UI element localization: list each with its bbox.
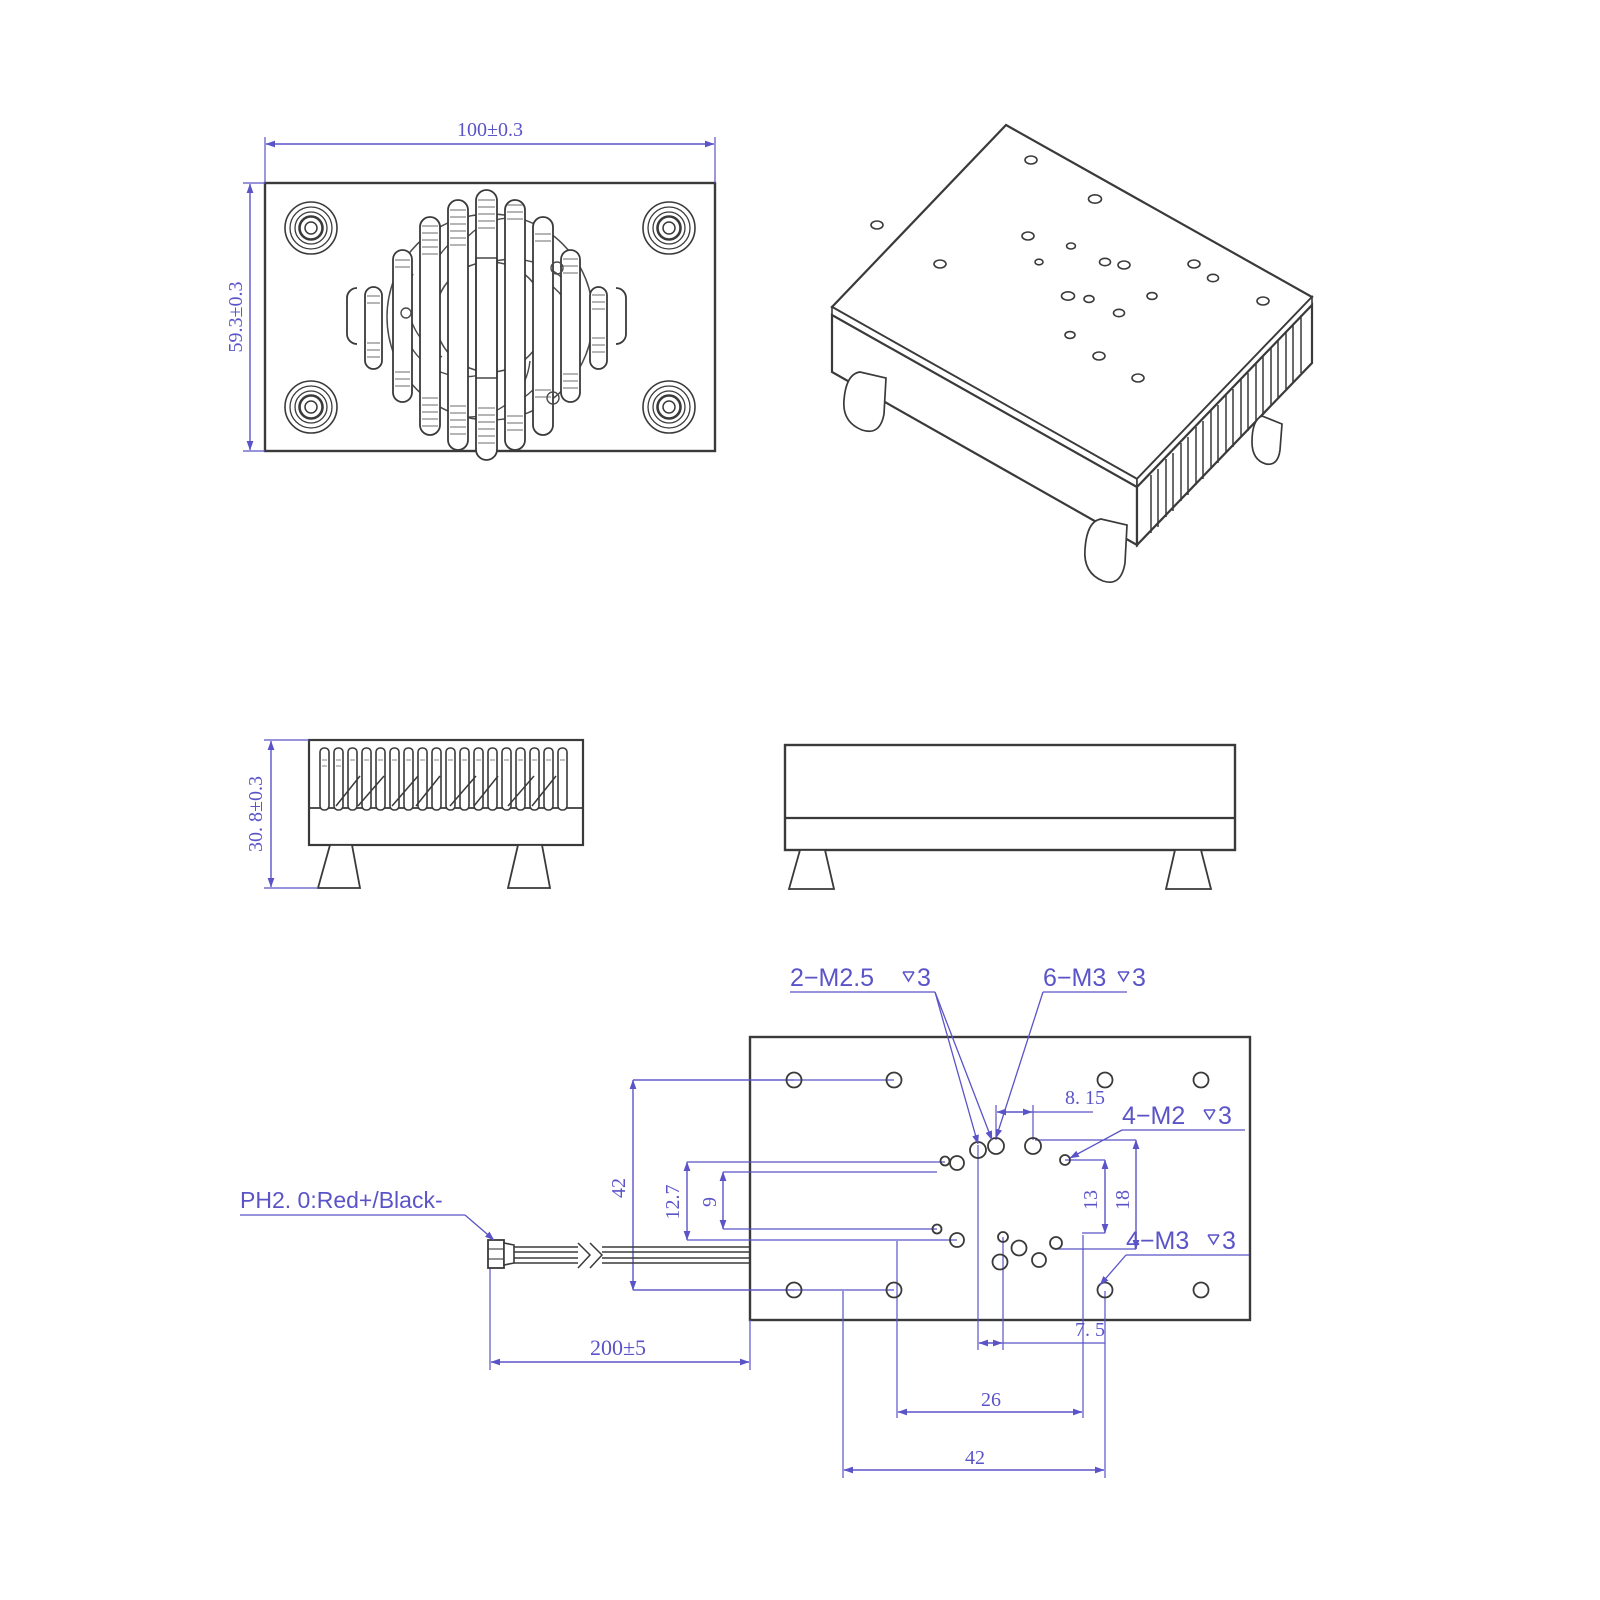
callout-label-2m25: 2−M2.5 — [790, 964, 874, 992]
dimension-label-42-bottom: 42 — [965, 1447, 985, 1469]
top-fin-hatching — [367, 199, 605, 444]
hole-m3-tr — [1096, 1071, 1114, 1089]
top-fan-screw-ur — [550, 261, 564, 275]
view-top: 100±0.3 59.3±0.3 — [225, 119, 717, 461]
side-left-foot-right — [506, 844, 552, 889]
hole-c5 — [949, 1232, 965, 1248]
side-right-foot-left — [787, 849, 836, 890]
hole-corner-bl — [785, 1281, 803, 1299]
top-boss-tr — [642, 201, 696, 255]
callout-2-m25: 2−M2.5 3 — [790, 964, 993, 1145]
top-fin-edge-right — [615, 287, 627, 345]
side-right-body — [783, 743, 1237, 852]
iso-hole-group — [870, 155, 1270, 383]
view-bottom: PH2. 0:Red+/Black- 2−M2.5 3 6−M3 3 4−M2 … — [240, 964, 1252, 1478]
hole-c4 — [931, 1223, 943, 1235]
callout-label-4m2: 4−M2 — [1122, 1102, 1185, 1130]
top-boss-tl — [284, 201, 338, 255]
dimension-label-13: 13 — [1080, 1190, 1102, 1210]
callout-4-m3: 4−M3 3 — [1099, 1227, 1249, 1286]
hole-m2-a — [1059, 1154, 1071, 1166]
bottom-dimension-network — [489, 1079, 1140, 1478]
hole-m2-b — [997, 1231, 1009, 1243]
hole-m25-b — [1024, 1137, 1042, 1155]
view-isometric — [830, 123, 1314, 583]
hole-corner-tl — [785, 1071, 803, 1089]
side-left-fin-hatch — [322, 759, 565, 767]
callout-depth-2: 3 — [1132, 964, 1146, 992]
view-side-right — [783, 743, 1237, 890]
callout-depth-3: 3 — [1218, 1102, 1232, 1130]
callout-label-wire: PH2. 0:Red+/Black- — [240, 1187, 443, 1213]
dimension-label-200: 200±5 — [590, 1335, 646, 1360]
bottom-wire-assembly — [487, 1239, 750, 1269]
top-fin-group — [346, 189, 627, 461]
callout-label-6m3: 6−M3 — [1043, 964, 1106, 992]
dimension-label-9: 9 — [699, 1197, 721, 1207]
dimension-label-42-left: 42 — [608, 1178, 630, 1198]
hole-c6 — [991, 1253, 1009, 1271]
iso-foot-right — [1251, 415, 1283, 466]
iso-foot-left-rear — [842, 371, 887, 433]
hole-c9 — [1049, 1236, 1063, 1250]
callout-wire: PH2. 0:Red+/Black- — [240, 1187, 495, 1241]
callout-4-m2: 4−M2 3 — [1069, 1102, 1245, 1159]
dimension-height-59: 59.3±0.3 — [225, 182, 265, 452]
top-fan-screw-lr — [546, 391, 560, 405]
hole-m3-tl — [885, 1071, 903, 1089]
hole-corner-tr — [1192, 1071, 1210, 1089]
top-boss-bl — [284, 380, 338, 434]
dimension-label-12-7: 12.7 — [662, 1185, 684, 1220]
wire-connector-body — [487, 1239, 505, 1269]
iso-fin-group — [1150, 315, 1302, 533]
side-left-fan-blades — [335, 775, 557, 807]
dimension-height-30-8: 30. 8±0.3 — [245, 739, 318, 889]
top-fan-hub-bar — [475, 257, 498, 379]
callout-depth-1: 3 — [917, 964, 931, 992]
iso-foot-front — [1083, 518, 1128, 583]
dimension-label-7-5: 7. 5 — [1075, 1319, 1105, 1341]
wire-connector-neck — [503, 1242, 515, 1266]
side-left-foot-left — [316, 844, 362, 889]
dimension-label-8-15: 8. 15 — [1065, 1087, 1105, 1109]
callout-label-4m3: 4−M3 — [1126, 1227, 1189, 1255]
bottom-plate-outline — [748, 1035, 1252, 1322]
side-right-foot-right — [1164, 849, 1213, 890]
dimension-label-26: 26 — [981, 1389, 1001, 1411]
callout-depth-4: 3 — [1222, 1227, 1236, 1255]
bottom-hole-group — [785, 1071, 1210, 1299]
callout-6-m3: 6−M3 3 — [995, 964, 1146, 1139]
hole-corner-br — [1192, 1281, 1210, 1299]
dimension-label-18: 18 — [1112, 1190, 1134, 1210]
view-side-left: 30. 8±0.3 — [245, 738, 585, 889]
dimension-label-30-8: 30. 8±0.3 — [245, 776, 267, 852]
top-boss-br — [642, 380, 696, 434]
top-fan-screw-l — [400, 307, 412, 319]
wire-break-mark-2 — [589, 1242, 604, 1269]
hole-c3 — [939, 1155, 951, 1167]
hole-m3-bl — [885, 1281, 903, 1299]
wire-break-mark-1 — [577, 1242, 592, 1269]
top-fin-edge-left — [346, 287, 358, 345]
hole-c8 — [1031, 1252, 1047, 1268]
dimension-label-59-3: 59.3±0.3 — [225, 282, 247, 353]
dimension-width-100: 100±0.3 — [264, 119, 716, 183]
dimension-label-100: 100±0.3 — [457, 119, 523, 141]
hole-c7 — [1010, 1239, 1028, 1257]
